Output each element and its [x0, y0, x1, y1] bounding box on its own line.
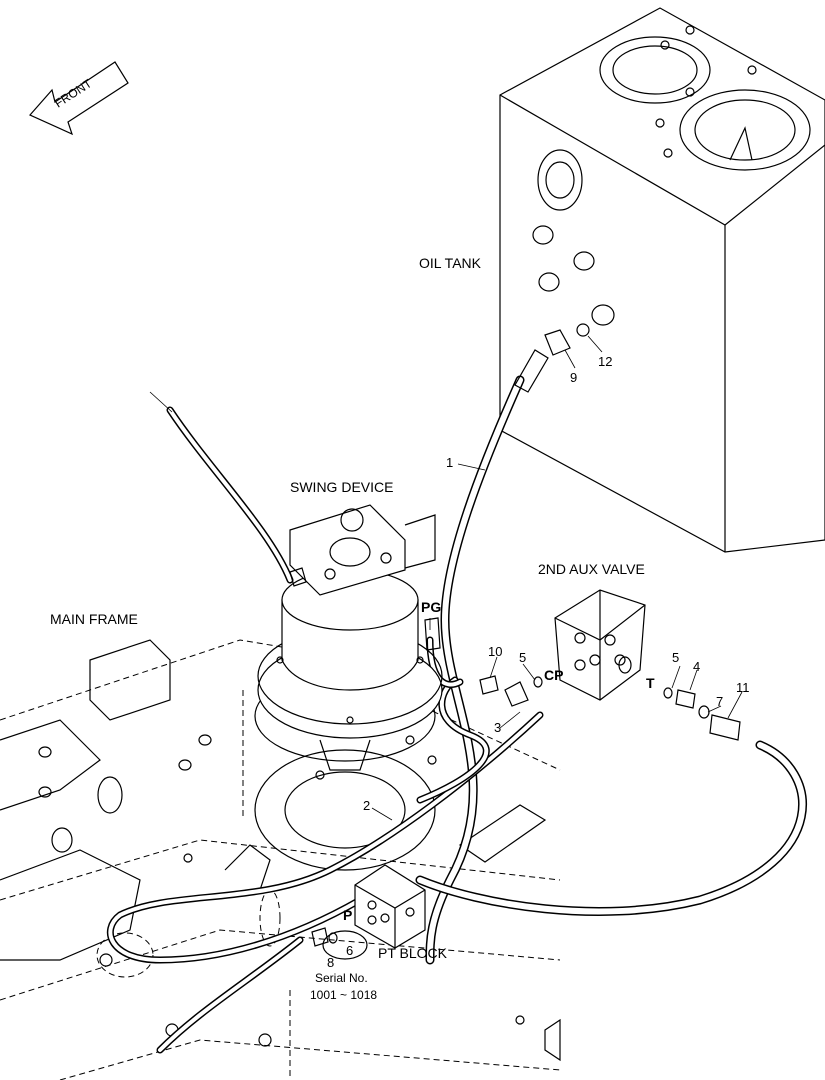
callout-5b: 5	[672, 650, 679, 665]
main-frame-outline	[0, 639, 561, 1080]
hose-aux-return	[415, 740, 807, 916]
oil-tank	[499, 7, 825, 553]
callout-8: 8	[327, 955, 334, 970]
pt-block-part	[354, 864, 426, 949]
port-p-label: P	[343, 907, 352, 923]
callout-11: 11	[736, 680, 750, 695]
port-t-label: T	[646, 675, 655, 691]
callout-4: 4	[693, 659, 700, 674]
callout-2: 2	[363, 798, 370, 813]
serial-label-line1: Serial No.	[315, 971, 368, 985]
callout-3: 3	[494, 720, 501, 735]
swing-cable	[149, 391, 294, 584]
serial-label-line2: 1001 ~ 1018	[310, 988, 377, 1002]
pt-block-hose	[156, 936, 304, 1054]
oil-tank-label: OIL TANK	[419, 255, 482, 271]
front-arrow-icon: FRONT	[29, 61, 129, 136]
main-frame-label: MAIN FRAME	[50, 611, 138, 627]
callout-12: 12	[598, 354, 612, 369]
callout-10: 10	[488, 644, 502, 659]
leader-lines	[371, 335, 743, 821]
hose-3	[416, 676, 490, 804]
callout-7: 7	[716, 694, 723, 709]
swing-device	[257, 504, 443, 771]
port-pg-label: PG	[421, 599, 441, 615]
callout-6: 6	[346, 943, 353, 958]
serial-oval	[322, 930, 368, 960]
port-cp-label: CP	[544, 667, 563, 683]
hose-2	[107, 711, 544, 964]
callout-1: 1	[446, 455, 453, 470]
hose-1	[425, 349, 549, 965]
pt-block-label: PT BLOCK	[378, 945, 448, 961]
aux-valve-label: 2ND AUX VALVE	[538, 561, 645, 577]
callout-5a: 5	[519, 650, 526, 665]
aux-valve	[554, 589, 646, 701]
callout-9: 9	[570, 370, 577, 385]
swing-device-label: SWING DEVICE	[290, 479, 393, 495]
